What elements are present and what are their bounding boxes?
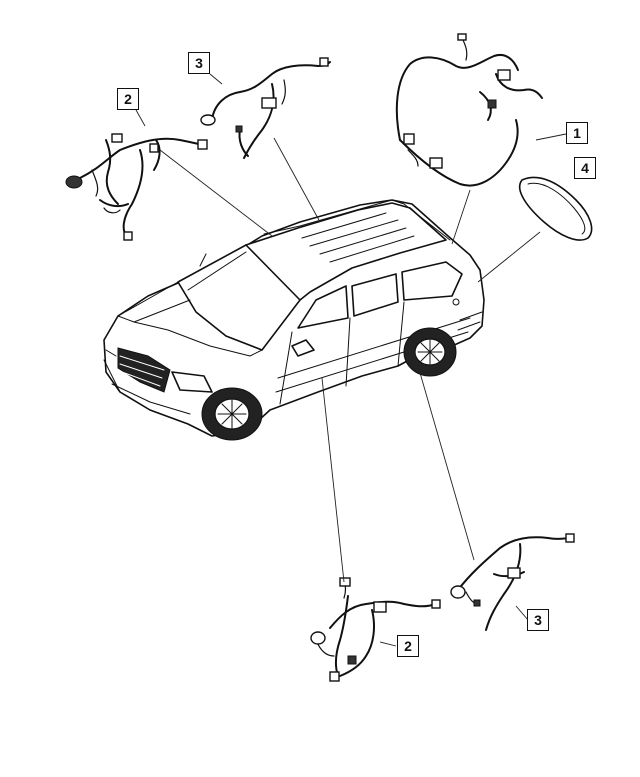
vehicle-illustration [103,199,485,441]
callout-4: 4 [574,157,596,179]
callout-3-upper: 3 [188,52,210,74]
leader-lines [135,73,567,647]
callout-4-label: 4 [581,160,589,176]
body-wiring-harness-lower-rear-door [450,533,575,631]
callout-2-upper-label: 2 [124,91,132,107]
callout-3-upper-label: 3 [195,55,203,71]
liftgate-trim-panel [519,176,593,241]
callout-1: 1 [566,122,588,144]
callout-1-label: 1 [573,125,581,141]
body-wiring-harness-rear-door [200,57,331,159]
callout-3-lower: 3 [527,609,549,631]
callout-2-lower-label: 2 [404,638,412,654]
callout-2-lower: 2 [397,635,419,657]
callout-3-lower-label: 3 [534,612,542,628]
body-wiring-harness-lower-front-door [310,577,441,682]
body-wiring-harness-front-door [65,133,208,241]
liftgate-wiring-harness [395,33,543,187]
callout-2-upper: 2 [117,88,139,110]
